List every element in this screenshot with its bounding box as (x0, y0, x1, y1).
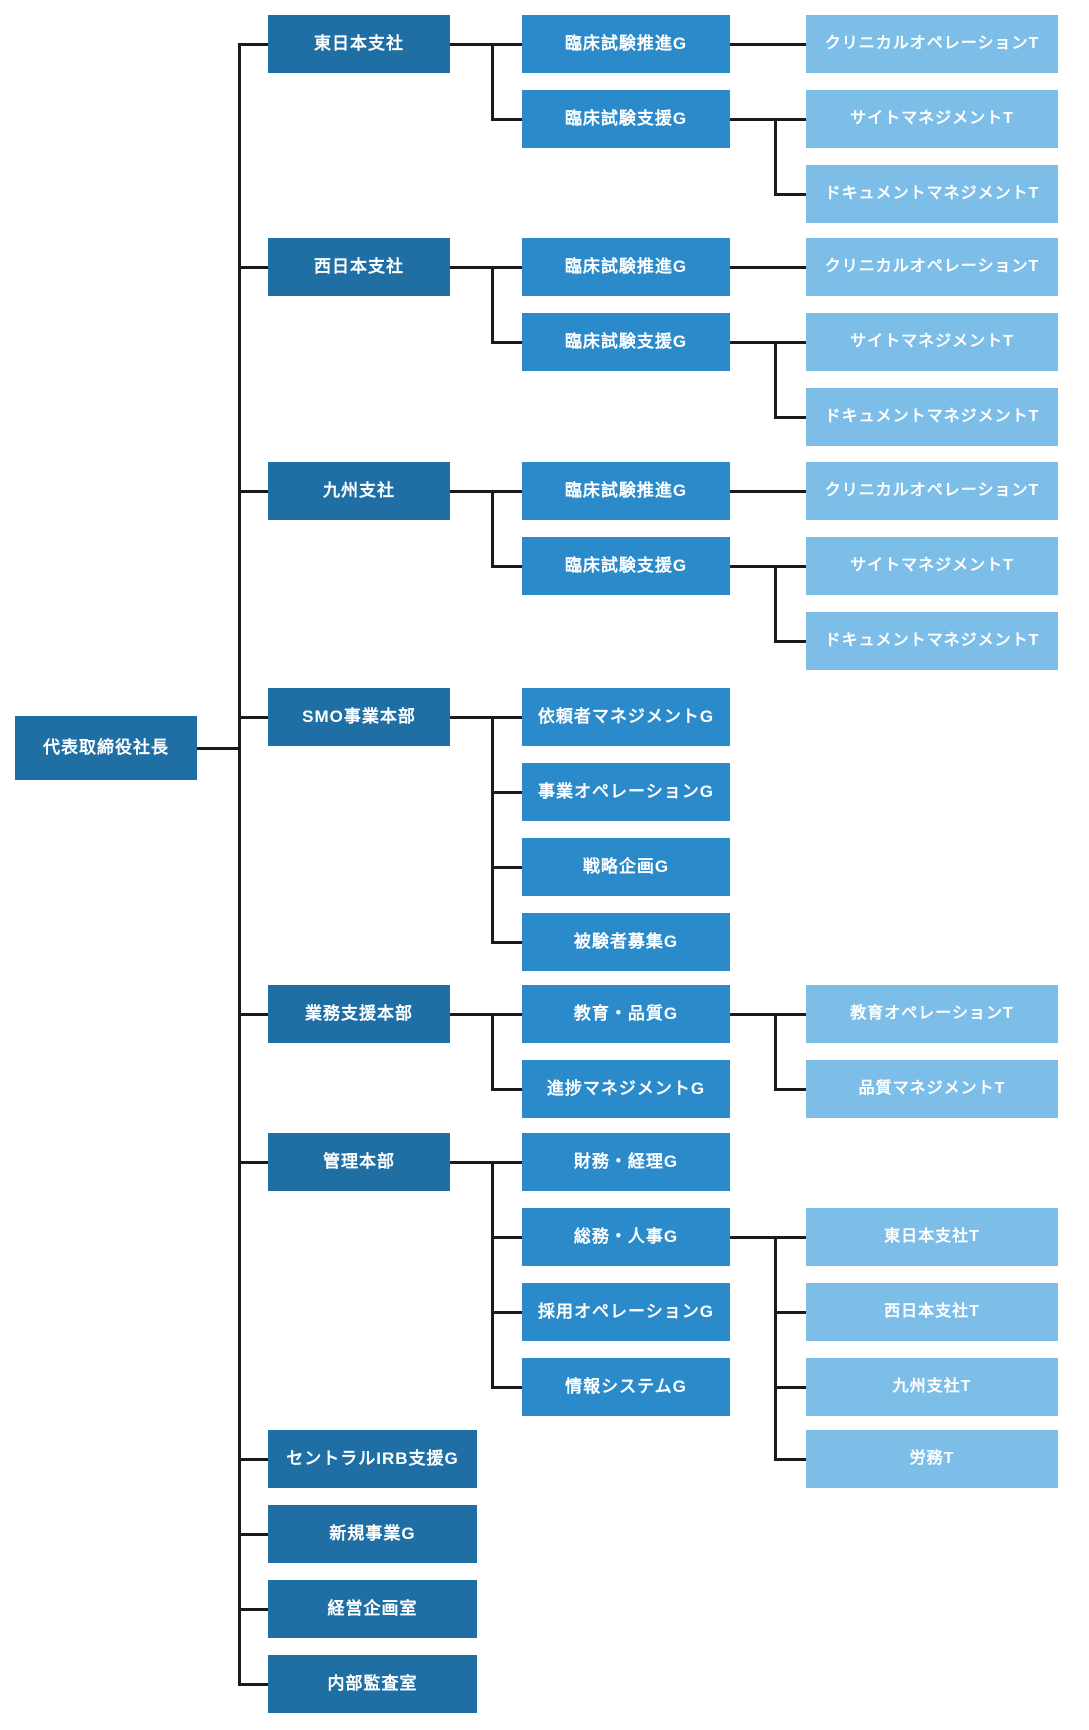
node-internal-audit-office[interactable]: 内部監査室 (268, 1655, 477, 1713)
connector-line (491, 1013, 494, 1091)
node-hr-west-japan-team[interactable]: 西日本支社T (806, 1283, 1058, 1341)
connector-line (238, 1608, 268, 1611)
connector-line (450, 716, 522, 719)
connector-line (730, 490, 806, 493)
connector-line (491, 866, 522, 869)
connector-line (730, 1236, 806, 1239)
node-client-management-group[interactable]: 依頼者マネジメントG (522, 688, 730, 746)
node-west-clinical-trial-promotion-group[interactable]: 臨床試験推進G (522, 238, 730, 296)
connector-line (491, 1311, 522, 1314)
node-east-site-management-team[interactable]: サイトマネジメントT (806, 90, 1058, 148)
node-ceo[interactable]: 代表取締役社長 (15, 716, 197, 780)
connector-line (238, 1458, 268, 1461)
connector-line (730, 118, 806, 121)
connector-line (774, 416, 806, 419)
node-west-japan-branch[interactable]: 西日本支社 (268, 238, 450, 296)
node-education-quality-group[interactable]: 教育・品質G (522, 985, 730, 1043)
node-operations-support-division[interactable]: 業務支援本部 (268, 985, 450, 1043)
connector-line (491, 941, 522, 944)
connector-line (491, 1088, 522, 1091)
node-hr-kyushu-team[interactable]: 九州支社T (806, 1358, 1058, 1416)
connector-line (774, 1458, 806, 1461)
node-progress-management-group[interactable]: 進捗マネジメントG (522, 1060, 730, 1118)
connector-line (450, 1013, 522, 1016)
connector-line (730, 1013, 806, 1016)
connector-line (774, 1311, 806, 1314)
connector-line (238, 43, 241, 1686)
node-information-systems-group[interactable]: 情報システムG (522, 1358, 730, 1416)
connector-line (491, 791, 522, 794)
node-finance-accounting-group[interactable]: 財務・経理G (522, 1133, 730, 1191)
connector-line (774, 1386, 806, 1389)
node-general-affairs-hr-group[interactable]: 総務・人事G (522, 1208, 730, 1266)
connector-line (450, 43, 522, 46)
connector-line (238, 1533, 268, 1536)
connector-line (238, 1013, 268, 1016)
connector-line (238, 43, 268, 46)
node-west-clinical-trial-support-group[interactable]: 臨床試験支援G (522, 313, 730, 371)
connector-line (450, 490, 522, 493)
connector-line (450, 1161, 522, 1164)
node-kyushu-clinical-trial-promotion-group[interactable]: 臨床試験推進G (522, 462, 730, 520)
node-hr-east-japan-team[interactable]: 東日本支社T (806, 1208, 1058, 1266)
node-quality-management-team[interactable]: 品質マネジメントT (806, 1060, 1058, 1118)
node-east-clinical-trial-support-group[interactable]: 臨床試験支援G (522, 90, 730, 148)
connector-line (730, 266, 806, 269)
node-new-business-group[interactable]: 新規事業G (268, 1505, 477, 1563)
node-kyushu-site-management-team[interactable]: サイトマネジメントT (806, 537, 1058, 595)
node-kyushu-branch[interactable]: 九州支社 (268, 462, 450, 520)
node-labor-team[interactable]: 労務T (806, 1430, 1058, 1488)
connector-line (730, 565, 806, 568)
node-west-clinical-operations-team[interactable]: クリニカルオペレーションT (806, 238, 1058, 296)
connector-line (774, 1236, 777, 1461)
node-strategic-planning-group[interactable]: 戦略企画G (522, 838, 730, 896)
connector-line (238, 1683, 268, 1686)
node-admin-division[interactable]: 管理本部 (268, 1133, 450, 1191)
node-west-site-management-team[interactable]: サイトマネジメントT (806, 313, 1058, 371)
connector-line (491, 266, 494, 344)
connector-line (491, 1386, 522, 1389)
connector-line (730, 341, 806, 344)
connector-line (238, 266, 268, 269)
connector-line (774, 1088, 806, 1091)
connector-line (491, 1236, 522, 1239)
node-recruitment-operations-group[interactable]: 採用オペレーションG (522, 1283, 730, 1341)
connector-line (491, 118, 522, 121)
node-east-document-management-team[interactable]: ドキュメントマネジメントT (806, 165, 1058, 223)
node-west-document-management-team[interactable]: ドキュメントマネジメントT (806, 388, 1058, 446)
node-east-clinical-trial-promotion-group[interactable]: 臨床試験推進G (522, 15, 730, 73)
node-east-clinical-operations-team[interactable]: クリニカルオペレーションT (806, 15, 1058, 73)
node-kyushu-clinical-operations-team[interactable]: クリニカルオペレーションT (806, 462, 1058, 520)
connector-line (491, 565, 522, 568)
connector-line (491, 1161, 494, 1389)
node-business-operations-group[interactable]: 事業オペレーションG (522, 763, 730, 821)
node-central-irb-support-group[interactable]: セントラルIRB支援G (268, 1430, 477, 1488)
connector-line (774, 565, 777, 643)
connector-line (491, 716, 494, 944)
node-kyushu-document-management-team[interactable]: ドキュメントマネジメントT (806, 612, 1058, 670)
connector-line (774, 640, 806, 643)
connector-line (730, 43, 806, 46)
node-smo-business-division[interactable]: SMO事業本部 (268, 688, 450, 746)
node-education-operations-team[interactable]: 教育オペレーションT (806, 985, 1058, 1043)
connector-line (774, 1013, 777, 1091)
node-east-japan-branch[interactable]: 東日本支社 (268, 15, 450, 73)
node-kyushu-clinical-trial-support-group[interactable]: 臨床試験支援G (522, 537, 730, 595)
connector-line (491, 490, 494, 568)
connector-line (491, 341, 522, 344)
connector-line (238, 1161, 268, 1164)
connector-line (238, 490, 268, 493)
node-corporate-planning-office[interactable]: 経営企画室 (268, 1580, 477, 1638)
connector-line (774, 193, 806, 196)
connector-line (774, 341, 777, 419)
connector-line (238, 716, 268, 719)
connector-line (197, 747, 241, 750)
connector-line (491, 43, 494, 121)
node-subject-recruitment-group[interactable]: 被験者募集G (522, 913, 730, 971)
connector-line (774, 118, 777, 196)
connector-line (450, 266, 522, 269)
